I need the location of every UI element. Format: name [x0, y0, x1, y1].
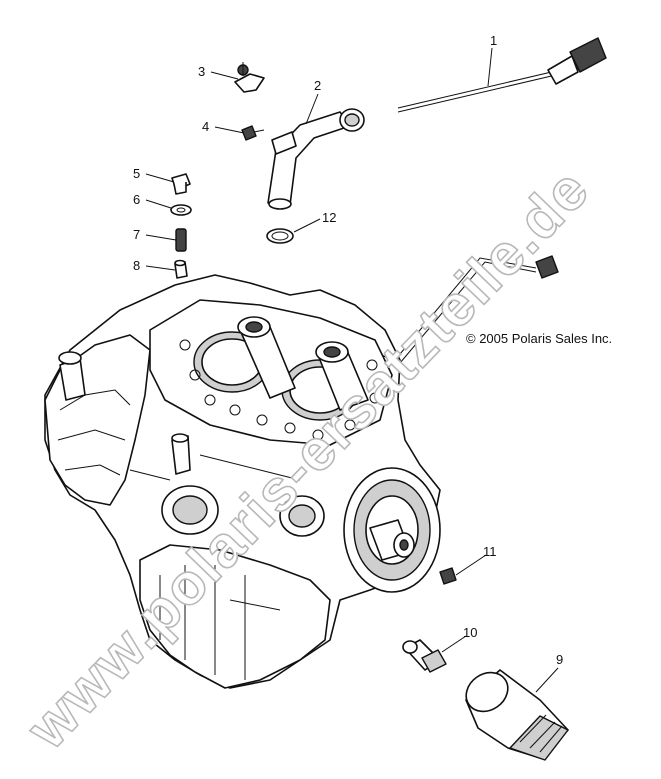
callout-labels: 1 2 3 4 5 6 7 8 9 10 11 12	[133, 33, 563, 667]
clamp-part	[234, 62, 265, 93]
callout-leaders	[145, 47, 559, 693]
callout-3: 3	[198, 64, 205, 79]
spring-part	[175, 228, 187, 252]
callout-9: 9	[556, 652, 563, 667]
callout-1: 1	[490, 33, 497, 48]
callout-10: 10	[463, 625, 477, 640]
dipstick-part	[397, 37, 607, 113]
callout-5: 5	[133, 166, 140, 181]
fitting-part	[402, 639, 447, 673]
plug-part	[439, 567, 457, 585]
callout-6: 6	[133, 192, 140, 207]
copyright-notice: © 2005 Polaris Sales Inc.	[466, 331, 612, 346]
callout-11: 11	[483, 544, 497, 559]
bolt-part-4	[241, 125, 265, 141]
washer-part	[170, 204, 192, 216]
callout-2: 2	[314, 78, 321, 93]
oil-line	[381, 255, 559, 364]
callout-12: 12	[322, 210, 336, 225]
callout-8: 8	[133, 258, 140, 273]
callout-4: 4	[202, 119, 209, 134]
bolt-part-5	[171, 173, 191, 195]
oil-filter-part	[465, 669, 569, 761]
o-ring-part	[266, 228, 294, 244]
engine-crankcase	[44, 274, 441, 689]
callout-7: 7	[133, 227, 140, 242]
dowel-pin-part	[174, 259, 188, 279]
filler-tube-part	[267, 108, 365, 210]
